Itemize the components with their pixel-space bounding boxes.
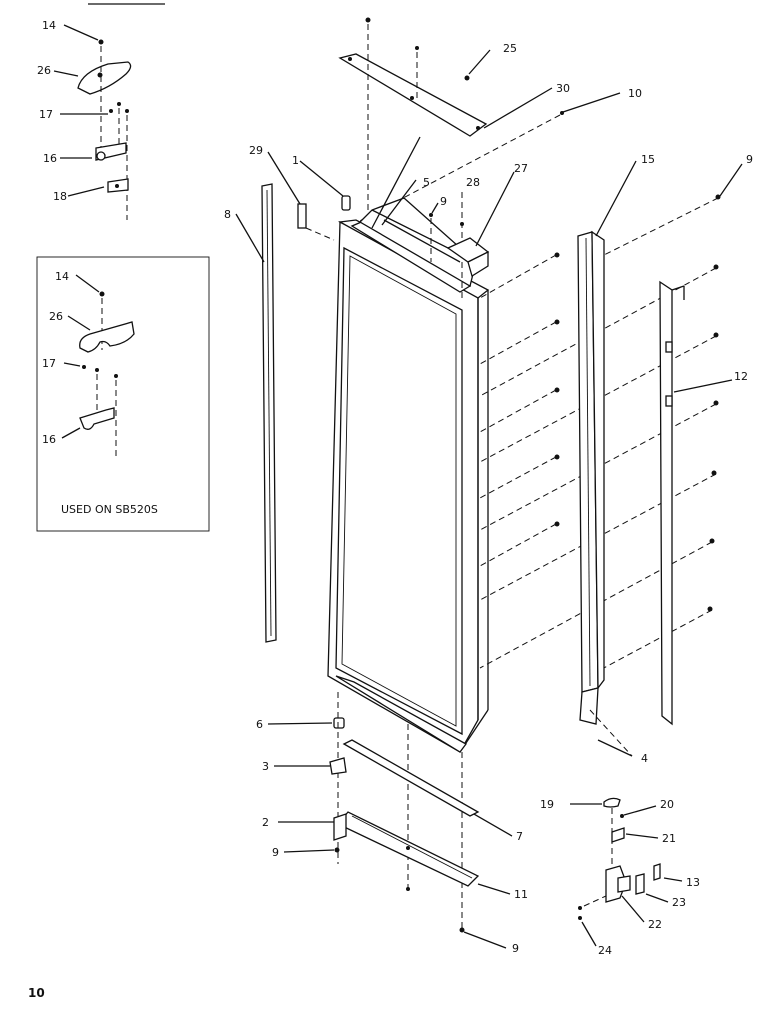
door-gasket-left-8: 8	[224, 183, 277, 643]
inset-caption: USED ON SB520S	[61, 503, 158, 516]
label: 5	[423, 176, 430, 189]
screw-14	[98, 39, 104, 45]
clip-29	[297, 203, 307, 229]
label: 14	[42, 19, 56, 32]
bottom-strip-7	[342, 739, 480, 817]
cam-1	[341, 195, 351, 211]
trim-12	[659, 280, 673, 726]
label: 9	[746, 153, 753, 166]
label: 9	[440, 195, 447, 208]
label: 25	[503, 42, 517, 55]
label: 26	[37, 64, 51, 77]
pin-21	[611, 827, 625, 843]
hinge-2	[333, 813, 347, 841]
label: 27	[514, 162, 528, 175]
hinge-16	[79, 407, 115, 430]
hinge-cover-26	[79, 321, 135, 353]
screw-lines: 9	[479, 153, 753, 671]
label: 21	[662, 832, 676, 845]
door-liner	[335, 246, 463, 736]
label: 14	[55, 270, 69, 283]
label: 11	[514, 888, 528, 901]
label: 10	[628, 87, 642, 100]
label: 23	[672, 896, 686, 909]
label: 19	[540, 798, 554, 811]
label: 30	[556, 82, 570, 95]
handle-trim-12: 12	[659, 280, 748, 726]
label: 28	[466, 176, 480, 189]
label: 26	[49, 310, 63, 323]
label: 9	[272, 846, 279, 859]
plug-13	[653, 863, 661, 881]
label: 6	[256, 718, 263, 731]
inset-frame	[36, 256, 210, 532]
label: 22	[648, 918, 662, 931]
label: 24	[598, 944, 612, 957]
label: 29	[249, 144, 263, 157]
part-1: 1	[292, 154, 351, 211]
top-plate-30	[338, 53, 488, 137]
label: 2	[262, 816, 269, 829]
upper-hinge-assembly: 14 26 17 16 18	[37, 19, 132, 220]
label: 15	[641, 153, 655, 166]
label: 18	[53, 190, 67, 203]
label: 7	[516, 830, 523, 843]
label: 9	[512, 942, 519, 955]
page-number: 10	[28, 986, 45, 1000]
cover-23	[635, 873, 645, 895]
door-assembly: 5 9 28 27	[327, 136, 528, 753]
label: 13	[686, 876, 700, 889]
label: 16	[43, 152, 57, 165]
label: 16	[42, 433, 56, 446]
label: 20	[660, 798, 674, 811]
label: 12	[734, 370, 748, 383]
label: 8	[224, 208, 231, 221]
part-29: 29	[249, 144, 335, 241]
label: 17	[39, 108, 53, 121]
bottom-assembly: 6 3 7 2 11 9 9	[256, 692, 528, 955]
cam-6	[333, 717, 345, 729]
top-plate-assembly: 25 30 10	[338, 17, 642, 228]
inset-box: 14 26 17 16 USED ON SB520S	[36, 256, 210, 532]
washer-19	[603, 797, 621, 808]
hinge-cover-26	[77, 61, 132, 95]
label: 4	[641, 752, 648, 765]
label: 3	[262, 760, 269, 773]
label: 1	[292, 154, 299, 167]
label: 17	[42, 357, 56, 370]
spacer-3	[329, 757, 347, 775]
lower-hinge-assembly: 19 20 21 13 23 22 24	[540, 797, 700, 957]
door-handle-15: 15 4	[577, 153, 655, 765]
